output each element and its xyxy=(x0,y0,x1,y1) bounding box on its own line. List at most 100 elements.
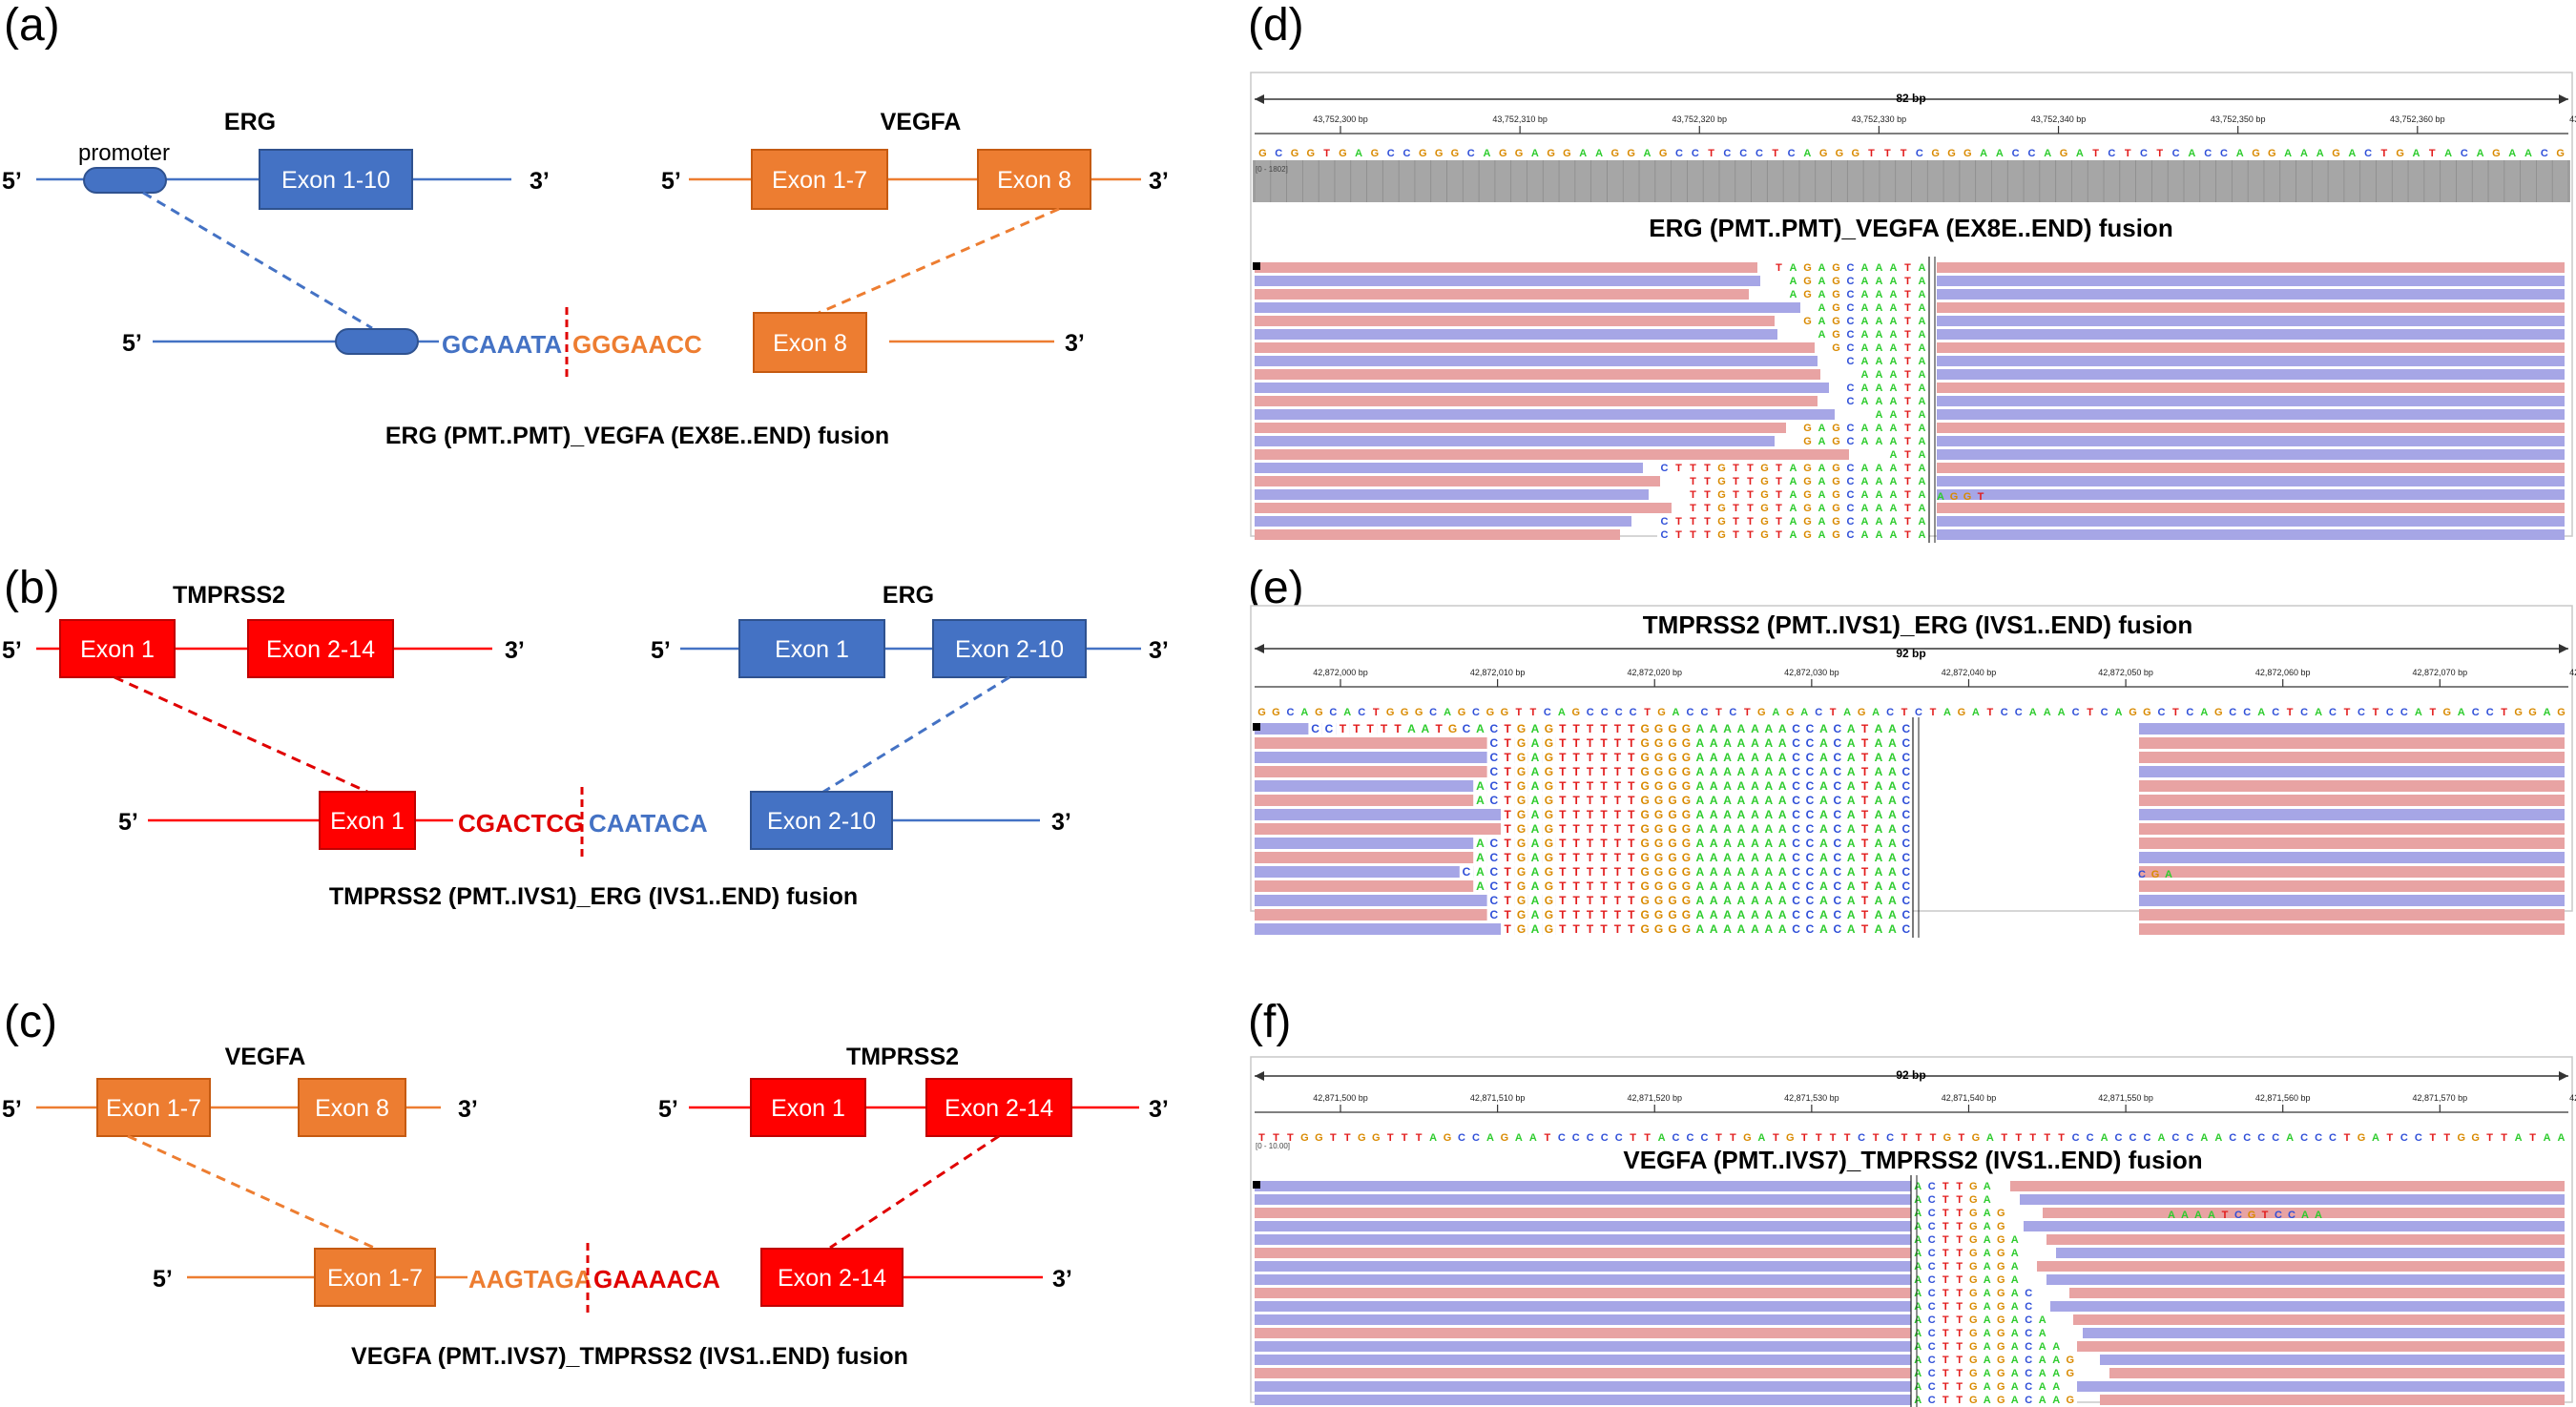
clip-base-bg xyxy=(1610,795,1625,806)
clip-base-bg xyxy=(1459,866,1474,878)
clip-base: T xyxy=(1628,808,1635,821)
clip-base-bg xyxy=(1885,880,1900,892)
clip-base: A xyxy=(1778,808,1787,821)
clip-base-bg xyxy=(1486,737,1501,749)
clip-base-bg xyxy=(1915,262,1929,273)
read-segment xyxy=(1255,436,1775,446)
clip-base-bg xyxy=(1844,795,1859,806)
clip-base: G xyxy=(1641,922,1650,936)
clip-base-bg xyxy=(1871,737,1886,749)
clip-base-bg xyxy=(1858,289,1872,300)
clip-base: C xyxy=(1928,1288,1936,1299)
clip-base-bg xyxy=(1486,852,1501,863)
reference-base: A xyxy=(1444,707,1451,718)
clip-base: T xyxy=(1704,463,1711,474)
clip-base: A xyxy=(1421,722,1429,735)
clip-base: G xyxy=(1517,722,1526,735)
clip-base: T xyxy=(1614,851,1622,864)
clip-base: A xyxy=(1764,908,1773,921)
reference-base: T xyxy=(1830,707,1837,718)
clip-base-bg xyxy=(1915,342,1929,353)
reference-base: G xyxy=(2332,148,2340,159)
clip-base-bg xyxy=(1966,1261,1981,1272)
clip-base-bg xyxy=(1501,809,1515,820)
clip-base: C xyxy=(2025,1395,2032,1406)
clip-base-bg xyxy=(1830,752,1844,763)
clip-base: A xyxy=(1919,409,1926,421)
clip-base-bg xyxy=(1569,809,1584,820)
clip-base-bg xyxy=(1555,809,1569,820)
clip-base: A xyxy=(1710,751,1718,764)
clip-base: A xyxy=(1778,794,1787,807)
clip-base-bg xyxy=(1638,723,1652,735)
clip-base: A xyxy=(1751,765,1759,778)
clip-base-bg xyxy=(1980,1221,1994,1231)
clip-base-bg xyxy=(1743,529,1757,540)
clip-base: G xyxy=(1969,1328,1978,1339)
five-prime: 5’ xyxy=(2,168,22,195)
coverage-bars xyxy=(1254,160,2569,202)
clip-base: A xyxy=(1778,908,1787,921)
clip-base-bg xyxy=(1901,369,1915,380)
ruler-tick-label: 43,752,330 bp xyxy=(1852,114,1907,124)
clip-base-bg xyxy=(1915,369,1929,380)
clip-base: T xyxy=(1505,837,1512,850)
clip-base-bg xyxy=(1858,276,1872,286)
clip-base-bg xyxy=(1542,766,1556,777)
clip-base: C xyxy=(1806,922,1815,936)
clip-base: G xyxy=(1641,808,1650,821)
reference-base: C xyxy=(2461,148,2468,159)
read-segment xyxy=(2139,923,2565,935)
five-prime: 5’ xyxy=(122,330,142,357)
clip-base: A xyxy=(1888,808,1897,821)
clip-base-bg xyxy=(1829,289,1843,300)
clip-base: T xyxy=(1904,489,1911,501)
clip-base-bg xyxy=(1886,369,1901,380)
clip-base-bg xyxy=(1802,823,1818,835)
clip-base-bg xyxy=(1829,329,1843,340)
clip-base-bg xyxy=(1748,866,1762,878)
clip-base: G xyxy=(1545,865,1553,879)
clip-base-bg xyxy=(1665,866,1680,878)
clip-base-bg xyxy=(1911,1288,1925,1298)
reference-base: A xyxy=(2558,1132,2566,1144)
clip-base-bg xyxy=(1707,737,1721,749)
clip-base: C xyxy=(1792,765,1800,778)
clip-base-bg xyxy=(1858,838,1872,849)
clip-base: T xyxy=(1573,808,1581,821)
clip-base-bg xyxy=(1980,1314,1994,1325)
clip-base-bg xyxy=(1624,923,1638,935)
clip-base: T xyxy=(1505,808,1512,821)
reference-base: A xyxy=(2544,1132,2551,1144)
clip-base-bg xyxy=(1980,1181,1994,1191)
clip-base-bg xyxy=(1952,1261,1966,1272)
clip-base: A xyxy=(1876,329,1883,341)
clip-base-bg xyxy=(1473,852,1487,863)
reference-base: T xyxy=(1959,1132,1965,1144)
clip-base-bg xyxy=(1776,838,1790,849)
clip-base-bg xyxy=(1665,909,1680,921)
exon-label: Exon 2-10 xyxy=(767,808,876,835)
clip-base-bg xyxy=(1871,909,1886,921)
clip-base-bg xyxy=(1693,737,1707,749)
clip-base-bg xyxy=(1815,276,1829,286)
clip-base-bg xyxy=(1624,752,1638,763)
clip-base-bg xyxy=(1858,516,1872,527)
clip-base: G xyxy=(1517,779,1526,793)
clip-base: G xyxy=(1682,765,1691,778)
clip-base: T xyxy=(1956,1328,1963,1339)
reference-base: C xyxy=(1755,148,1763,159)
clip-base: T xyxy=(1690,463,1696,474)
clip-base: C xyxy=(1847,329,1855,341)
clip-base: T xyxy=(1942,1234,1949,1246)
clip-base: T xyxy=(1861,894,1869,907)
clip-base: C xyxy=(1792,894,1800,907)
clip-base: T xyxy=(1776,476,1782,487)
clip-base: C xyxy=(1792,779,1800,793)
clip-base: T xyxy=(1614,908,1622,921)
clip-base-bg xyxy=(1707,723,1721,735)
read-segment xyxy=(2077,1381,2565,1392)
clip-base: T xyxy=(1628,894,1635,907)
clip-base-bg xyxy=(1514,880,1528,892)
clip-base: T xyxy=(1956,1368,1963,1379)
